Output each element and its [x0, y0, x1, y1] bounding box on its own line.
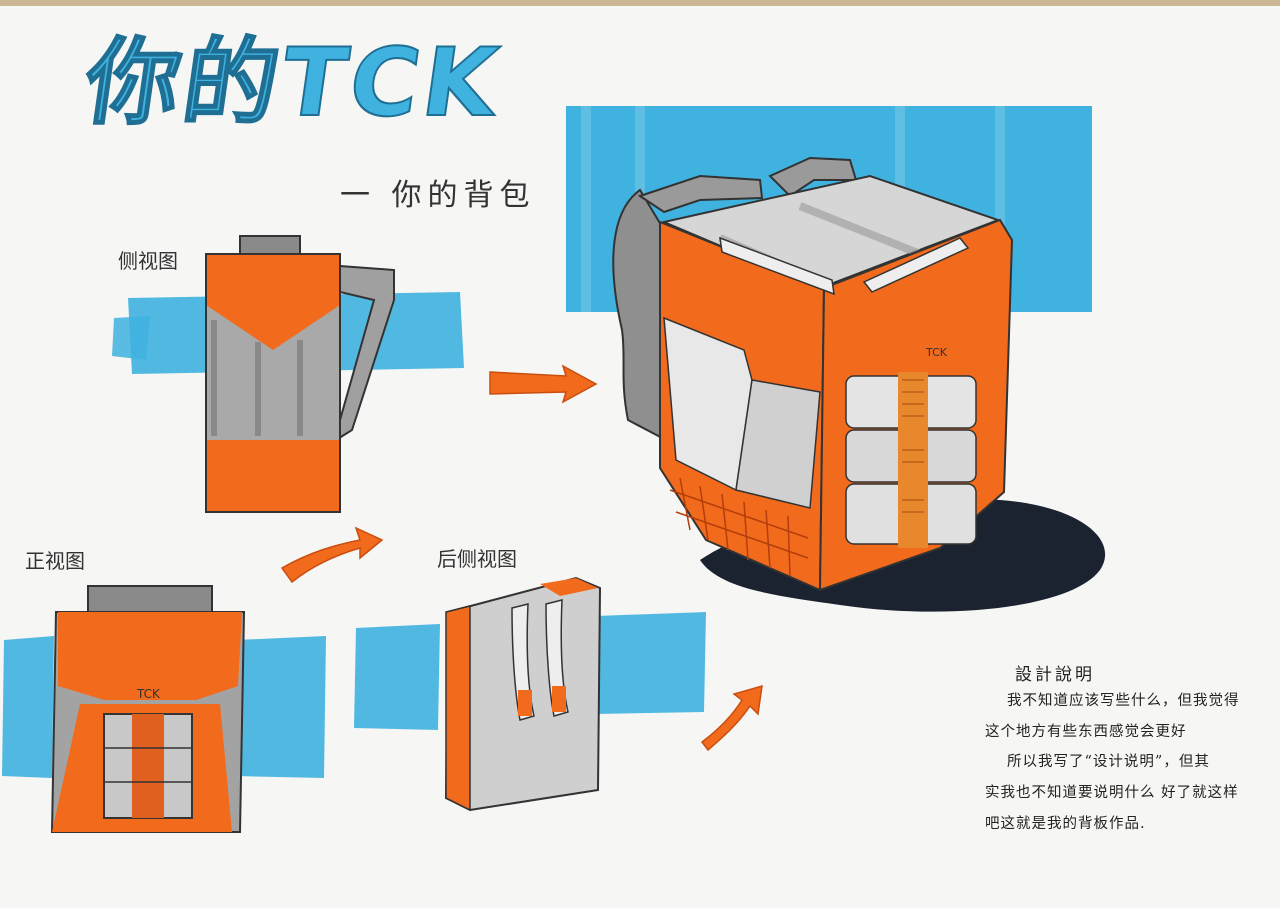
- design-notes-line-5: 吧这就是我的背板作品.: [985, 815, 1146, 832]
- front-brand-mark: TCK: [136, 687, 161, 701]
- design-notes-heading: 設計說明: [1015, 665, 1095, 685]
- arrow-icon-1: [489, 364, 598, 404]
- paper-edge: [0, 0, 1280, 6]
- design-notes: 設計說明 我不知道应该写些什么，但我觉得 这个地方有些东西感觉会更好 所以我写了…: [985, 660, 1270, 846]
- design-notes-line-4: 实我也不知道要说明什么 好了就这样: [985, 785, 1239, 802]
- front-view-sketch: TCK: [2, 585, 326, 833]
- page-subtitle: 一 你的背包: [340, 178, 536, 213]
- design-notes-line-1: 我不知道应该写些什么，但我觉得: [1007, 693, 1240, 709]
- arrow-icon-3: [700, 684, 763, 752]
- side-view-sketch: [112, 235, 464, 513]
- back-side-view-label: 后侧视图: [437, 547, 517, 571]
- back-side-view-sketch: [354, 576, 706, 812]
- side-view-label: 侧视图: [118, 249, 178, 273]
- perspective-view-sketch: TCK: [566, 106, 1106, 612]
- front-view-label: 正视图: [25, 549, 85, 573]
- perspective-brand-mark: TCK: [925, 346, 948, 359]
- design-notes-line-2: 这个地方有些东西感觉会更好: [985, 723, 1187, 740]
- arrow-icon-2: [280, 526, 384, 584]
- design-notes-line-3: 所以我写了“设计说明”，但其: [1007, 754, 1210, 771]
